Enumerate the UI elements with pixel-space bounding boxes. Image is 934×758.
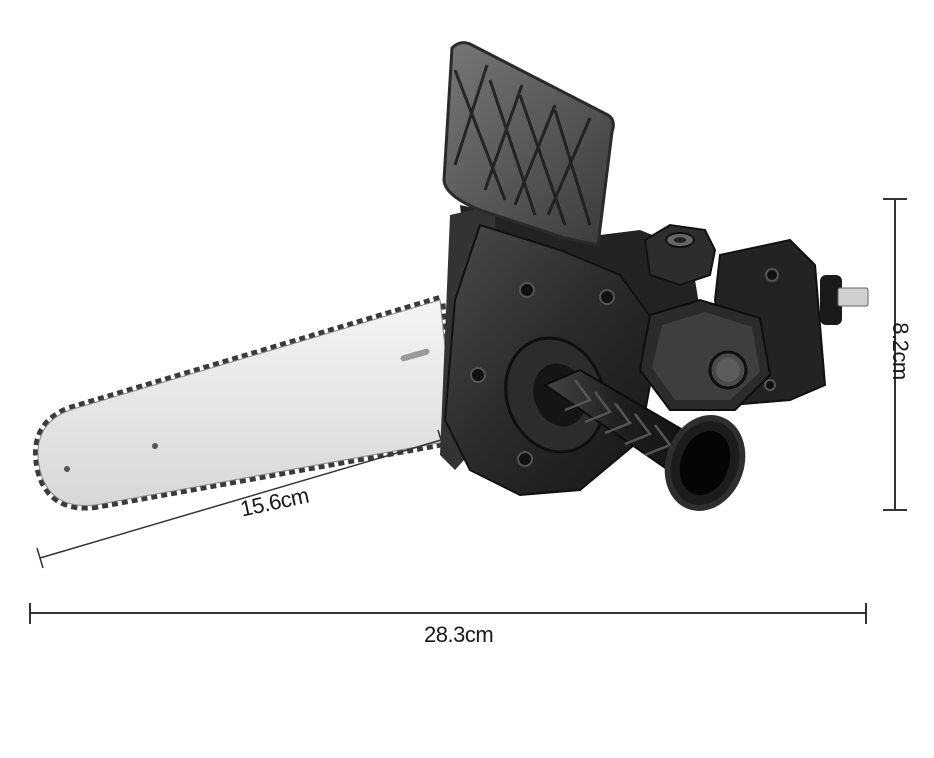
- dimension-height: [883, 198, 907, 511]
- bar-rivet: [152, 443, 158, 449]
- guide-bar: [33, 295, 460, 511]
- drill-collar: [820, 275, 842, 325]
- front-hex-nut: [638, 298, 772, 411]
- height-label: 8.2cm: [888, 322, 913, 380]
- screw-icon: [765, 268, 779, 282]
- screw-icon: [517, 451, 533, 467]
- drill-shaft: [837, 287, 869, 307]
- dimension-bar-length: [36, 429, 445, 569]
- screw-icon: [470, 367, 486, 383]
- side-handle: [542, 368, 746, 511]
- screw-icon: [764, 379, 776, 391]
- screw-icon: [519, 282, 535, 298]
- top-hex-nut: [643, 223, 717, 287]
- blade-guard: [442, 41, 615, 247]
- screw-icon: [599, 289, 615, 305]
- dimension-total-length: [29, 603, 867, 624]
- total-length-label: 28.3cm: [424, 622, 494, 647]
- bar-rivet: [64, 466, 70, 472]
